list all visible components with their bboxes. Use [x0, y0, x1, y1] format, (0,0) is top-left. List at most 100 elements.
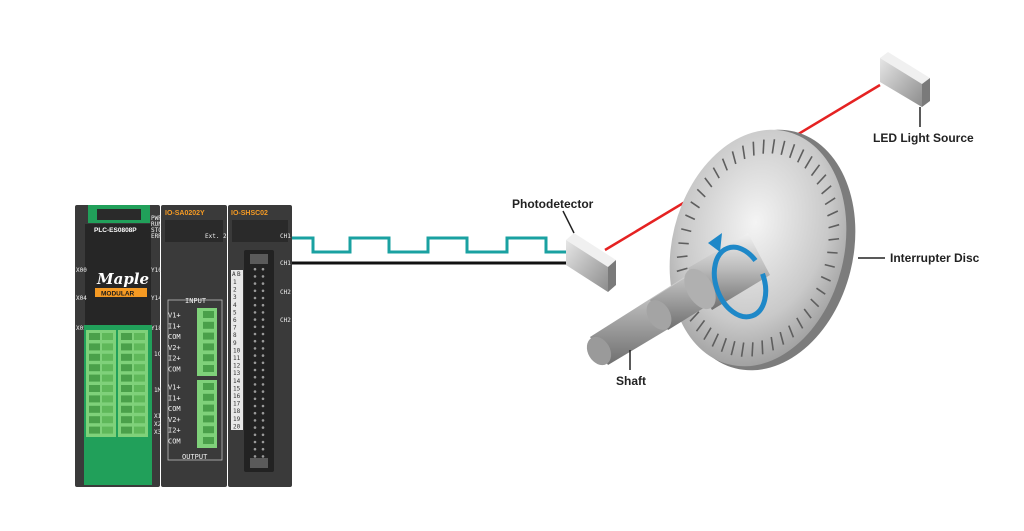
svg-text:ERR: ERR: [151, 233, 162, 240]
led-light-source-label: LED Light Source: [873, 131, 974, 145]
terminal-screw: [203, 332, 214, 340]
counter-row-number: 2: [233, 287, 237, 294]
connector-pin: [261, 275, 265, 278]
svg-text:RUN: RUN: [151, 221, 162, 228]
disc-slot: [796, 149, 805, 163]
connector-pin: [261, 404, 265, 408]
terminal-screw: [102, 395, 113, 403]
disc-slot: [741, 145, 746, 160]
terminal-screw: [134, 426, 145, 434]
disc-slot: [816, 174, 827, 185]
terminal-screw: [102, 374, 113, 382]
svg-text:Y18: Y18: [151, 325, 162, 332]
connector-pin: [261, 397, 265, 401]
terminal-screw: [121, 343, 132, 351]
connector-pin: [261, 375, 265, 379]
counter-row-number: 11: [233, 355, 241, 362]
analog-terminal-label: COM: [168, 333, 181, 341]
plc-status-leds: PWR RUN STOP ERR: [151, 215, 166, 240]
connector-pin: [253, 368, 257, 372]
disc-slot: [821, 185, 832, 195]
led-light-source-block: [880, 52, 930, 107]
terminal-screw: [203, 383, 214, 390]
terminal-screw: [89, 426, 100, 434]
disc-slot: [824, 263, 835, 268]
disc-slot: [711, 333, 720, 347]
counter-row-number: 4: [233, 302, 237, 309]
terminal-screw: [89, 416, 100, 424]
connector-latch: [250, 254, 268, 264]
disc-slot: [696, 188, 706, 198]
analog-terminal-label: COM: [168, 405, 181, 413]
disc-slot: [803, 308, 812, 319]
connector-pin: [261, 325, 265, 329]
terminal-screw: [89, 374, 100, 382]
disc-slot: [804, 155, 813, 169]
svg-text:X2: X2: [154, 421, 162, 428]
svg-text:X00: X00: [76, 267, 87, 274]
svg-text:PWR: PWR: [151, 215, 162, 222]
connector-pin: [253, 289, 257, 293]
connector-pin: [253, 339, 257, 343]
svg-text:Y10: Y10: [151, 267, 162, 274]
analog-input-label: INPUT: [185, 297, 207, 305]
counter-row-number: 6: [233, 317, 237, 324]
connector-pin: [253, 383, 257, 386]
connector-pin: [253, 332, 257, 336]
terminal-screw: [121, 374, 132, 382]
connector-pin: [253, 390, 257, 393]
connector-pin: [261, 347, 265, 350]
terminal-screw: [102, 385, 113, 392]
disc-slot: [827, 210, 839, 217]
connector-pin: [261, 433, 265, 437]
analog-terminal-label: COM: [168, 366, 181, 374]
connector-pin: [253, 455, 257, 458]
counter-row-number: 9: [233, 340, 237, 347]
connector-pin: [261, 368, 265, 372]
terminal-screw: [203, 343, 214, 351]
disc-slot: [731, 151, 737, 165]
connector-pin: [253, 426, 257, 429]
counter-connector-pins: [250, 254, 268, 468]
connector-pin: [261, 447, 265, 451]
terminal-screw: [134, 333, 145, 340]
svg-text:Ext. 24V: Ext. 24V: [205, 233, 234, 240]
terminal-screw: [102, 333, 113, 340]
connector-pin: [253, 404, 257, 408]
plc-analog-module: IO-SA0202Y Ext. 24V INPUT OUTPUT V1+I1+C…: [161, 205, 234, 487]
disc-slot: [678, 242, 689, 245]
connector-pin: [253, 311, 257, 314]
counter-row-number: 17: [233, 401, 241, 408]
disc-slot: [720, 337, 728, 352]
terminal-screw: [203, 393, 214, 401]
connector-pin: [261, 411, 265, 415]
terminal-screw: [203, 321, 214, 329]
terminal-screw: [203, 354, 214, 362]
svg-text:X04: X04: [76, 295, 87, 302]
disc-slot: [780, 140, 786, 156]
photodetector-label: Photodetector: [512, 197, 594, 211]
interrupter-disc: [669, 129, 856, 371]
terminal-screw: [121, 426, 132, 434]
analog-terminal-label: V1+: [168, 312, 181, 320]
disc-slot: [752, 141, 755, 156]
connector-pin: [261, 361, 265, 365]
connector-pin: [261, 440, 265, 444]
connector-pin: [253, 267, 257, 271]
terminal-screw: [134, 405, 145, 413]
connector-pin: [261, 339, 265, 343]
counter-row-number: 5: [233, 309, 237, 316]
connector-pin: [253, 361, 257, 365]
connector-pin: [261, 318, 265, 321]
svg-text:X3: X3: [154, 429, 162, 436]
connector-pin: [253, 347, 257, 350]
terminal-screw: [121, 395, 132, 403]
disc-slot: [762, 139, 765, 154]
photodetector-leader: [562, 210, 575, 234]
counter-row-number: 1: [233, 279, 237, 286]
disc-slot: [689, 311, 700, 322]
disc-slot: [779, 331, 785, 345]
